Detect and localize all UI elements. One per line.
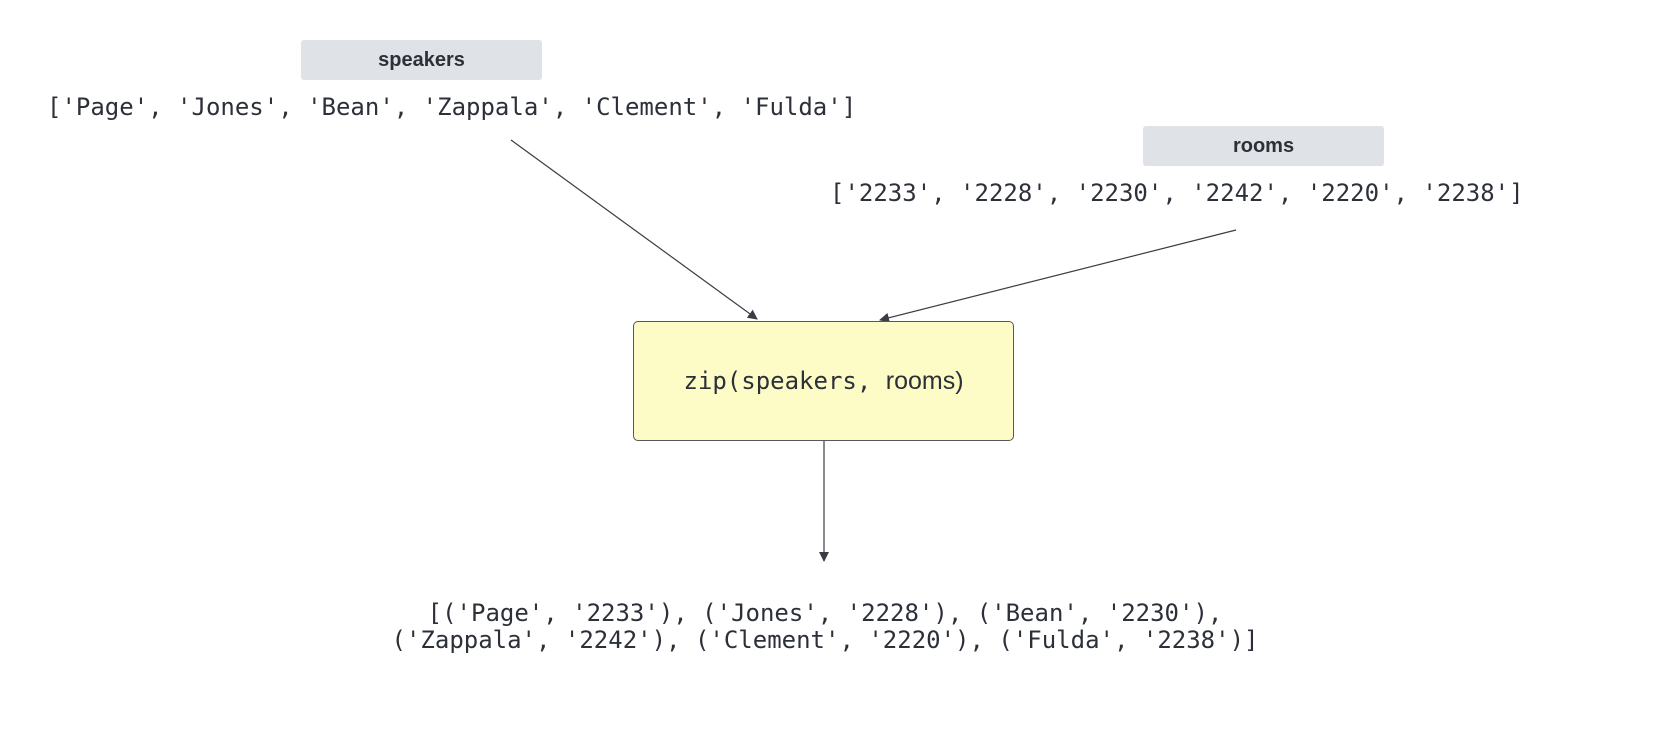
speakers-list: ['Page', 'Jones', 'Bean', 'Zappala', 'Cl… [47,93,857,121]
zip-result: [('Page', '2233'), ('Jones', '2228'), ('… [300,600,1350,654]
speakers-label: speakers [301,40,542,80]
zip-rooms-text: rooms) [885,366,964,395]
result-line-2: ('Zappala', '2242'), ('Clement', '2220')… [391,626,1259,654]
zip-function-text: zip(speakers, rooms) [683,367,963,396]
speakers-label-text: speakers [378,48,465,71]
arrow-speakers-to-zip [510,139,758,320]
result-line-1: [('Page', '2233'), ('Jones', '2228'), ('… [427,599,1223,627]
zip-code-text: zip(speakers, [683,366,886,395]
rooms-label-text: rooms [1232,134,1295,157]
zip-function-box: zip(speakers, rooms) [633,321,1014,441]
rooms-list: ['2233', '2228', '2230', '2242', '2220',… [830,179,1524,207]
arrow-rooms-to-zip [879,229,1237,323]
rooms-label: rooms [1143,126,1384,166]
